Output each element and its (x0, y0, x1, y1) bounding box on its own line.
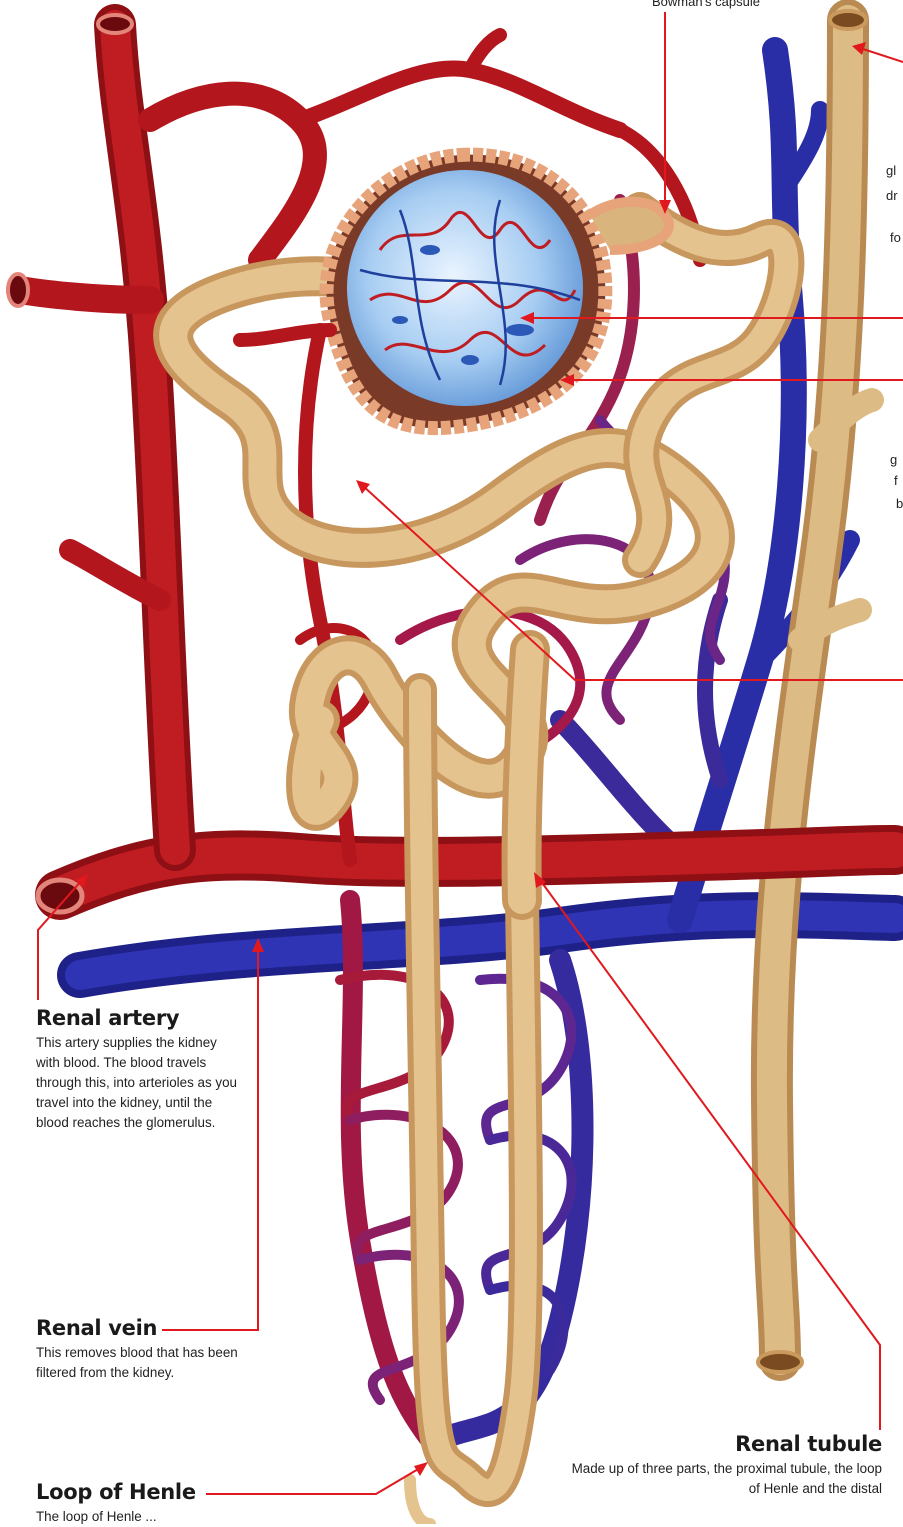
arrowhead-henle (414, 1462, 428, 1476)
artery-opening-left (38, 880, 82, 912)
clipped-text-3: fo (890, 230, 901, 245)
duct-opening-top (830, 11, 866, 29)
artery-opening-top (98, 15, 132, 33)
renal-tubule-title: Renal tubule (560, 1432, 882, 1456)
renal-tubule-callout: Renal tubule Made up of three parts, the… (560, 1432, 882, 1499)
renal-artery-text: This artery supplies the kidney with blo… (36, 1033, 241, 1133)
clipped-text-1: gl (886, 163, 896, 178)
duct-opening-bottom (758, 1352, 802, 1372)
renal-artery-title: Renal artery (36, 1006, 241, 1030)
arrowhead-proximal (356, 480, 370, 494)
artery-opening-side (8, 274, 28, 306)
clipped-text-5: f (894, 473, 898, 488)
renal-vein-title: Renal vein (36, 1316, 256, 1340)
renal-tubule-text: Made up of three parts, the proximal tub… (560, 1459, 882, 1499)
bowmans-capsule-label: Bowman's capsule (652, 0, 760, 9)
renal-vein-callout: Renal vein This removes blood that has b… (36, 1316, 256, 1383)
clipped-text-6: b (896, 496, 903, 511)
loop-of-henle-callout: Loop of Henle The loop of Henle ... (36, 1480, 296, 1527)
renal-artery-callout: Renal artery This artery supplies the ki… (36, 1006, 241, 1133)
clipped-text-2: dr (886, 188, 898, 203)
leader-renal-vein (162, 945, 258, 1330)
clipped-text-4: g (890, 452, 897, 467)
loop-of-henle-title: Loop of Henle (36, 1480, 296, 1504)
loop-of-henle-text: The loop of Henle ... (36, 1507, 296, 1527)
renal-vein-text: This removes blood that has been filtere… (36, 1343, 256, 1383)
